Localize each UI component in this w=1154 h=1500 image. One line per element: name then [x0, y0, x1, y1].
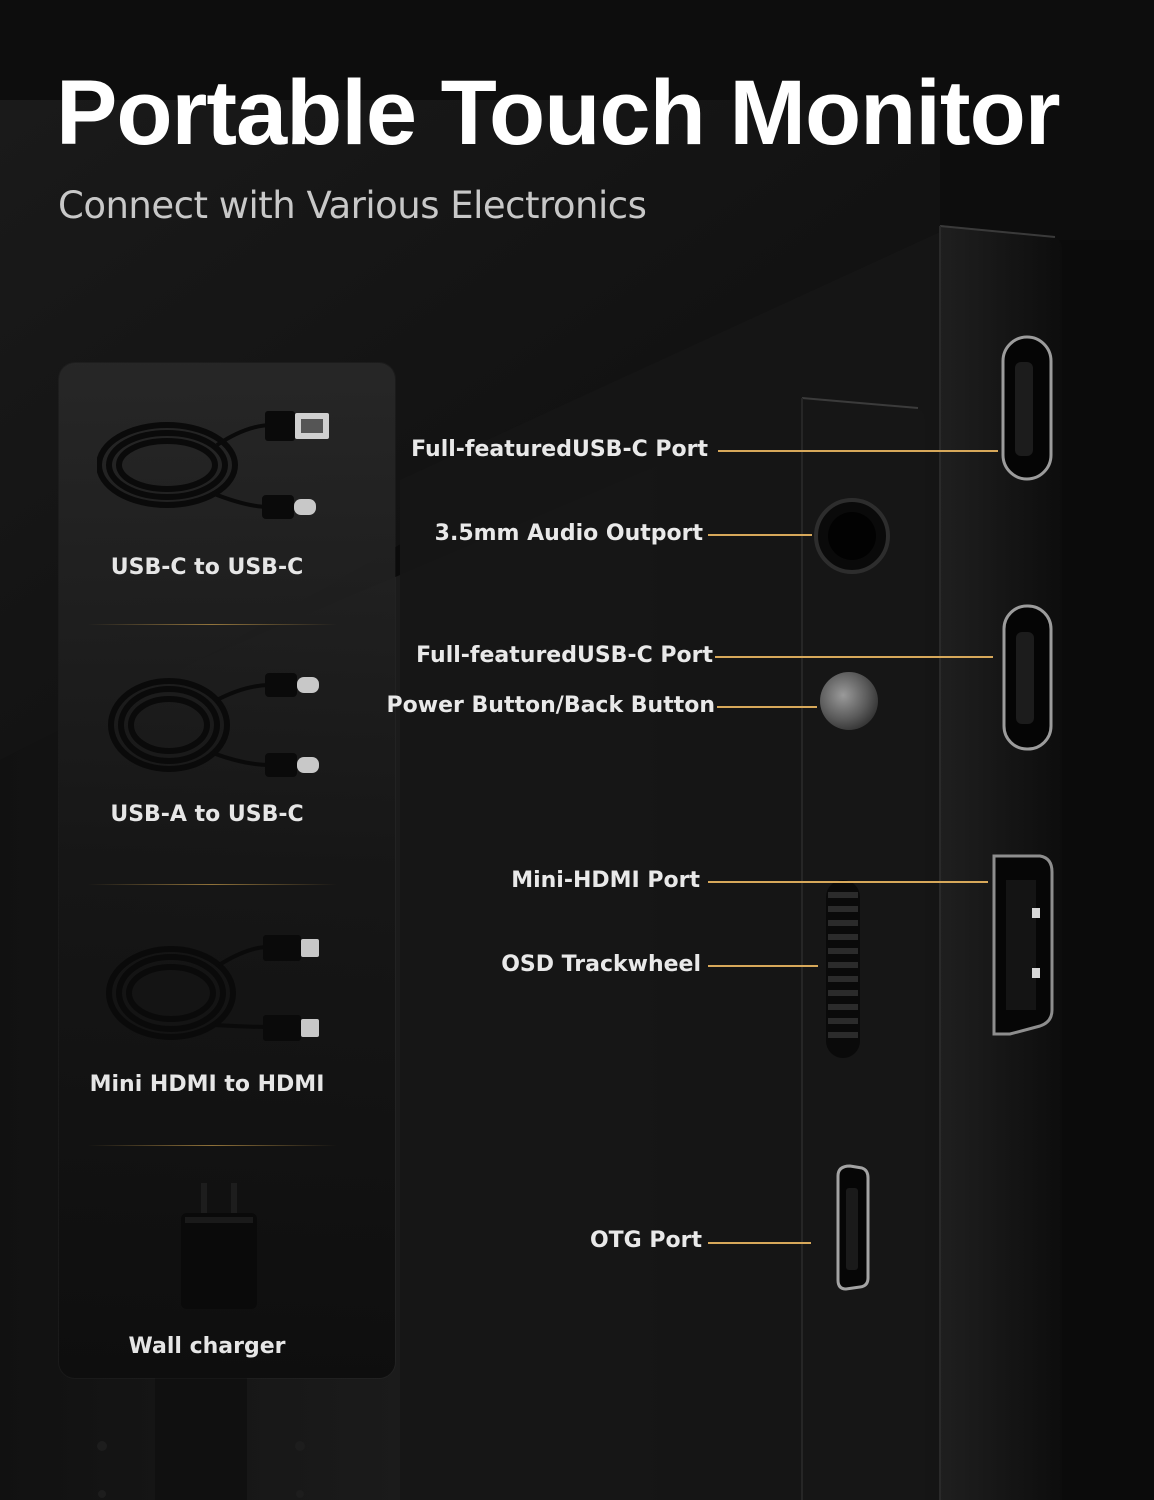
accessory-label: USB-A to USB-C: [110, 802, 304, 827]
accessory-label: Mini HDMI to HDMI: [89, 1072, 325, 1097]
leader-line: [708, 1242, 811, 1244]
leader-line: [708, 965, 818, 967]
usb-cable-icon: [97, 411, 329, 519]
port-label-power-button: Power Button/Back Button: [386, 693, 715, 718]
page-title: Portable Touch Monitor: [56, 62, 1061, 164]
divider: [87, 1145, 337, 1146]
wall-charger-icon: [181, 1183, 257, 1309]
leader-line: [717, 706, 817, 708]
port-label-osd-trackwheel: OSD Trackwheel: [501, 952, 701, 977]
usb-cable-icon: [108, 673, 319, 777]
port-label-mini-hdmi: Mini-HDMI Port: [511, 868, 700, 893]
hdmi-cable-icon: [106, 935, 319, 1041]
port-label-usb-c-1: Full-featuredUSB-C Port: [411, 437, 708, 462]
leader-line: [715, 656, 993, 658]
leader-line: [708, 534, 812, 536]
port-label-usb-c-2: Full-featuredUSB-C Port: [416, 643, 713, 668]
divider: [87, 884, 337, 885]
leader-line: [718, 450, 998, 452]
port-label-otg: OTG Port: [589, 1228, 702, 1253]
accessory-label: Wall charger: [128, 1334, 286, 1359]
accessories-panel: USB-C to USB-C USB-A to USB-C: [59, 363, 395, 1378]
leader-line: [708, 881, 988, 883]
port-label-audio: 3.5mm Audio Outport: [434, 521, 703, 546]
accessory-label: USB-C to USB-C: [110, 555, 304, 580]
divider: [87, 624, 337, 625]
page-subtitle: Connect with Various Electronics: [58, 184, 647, 227]
